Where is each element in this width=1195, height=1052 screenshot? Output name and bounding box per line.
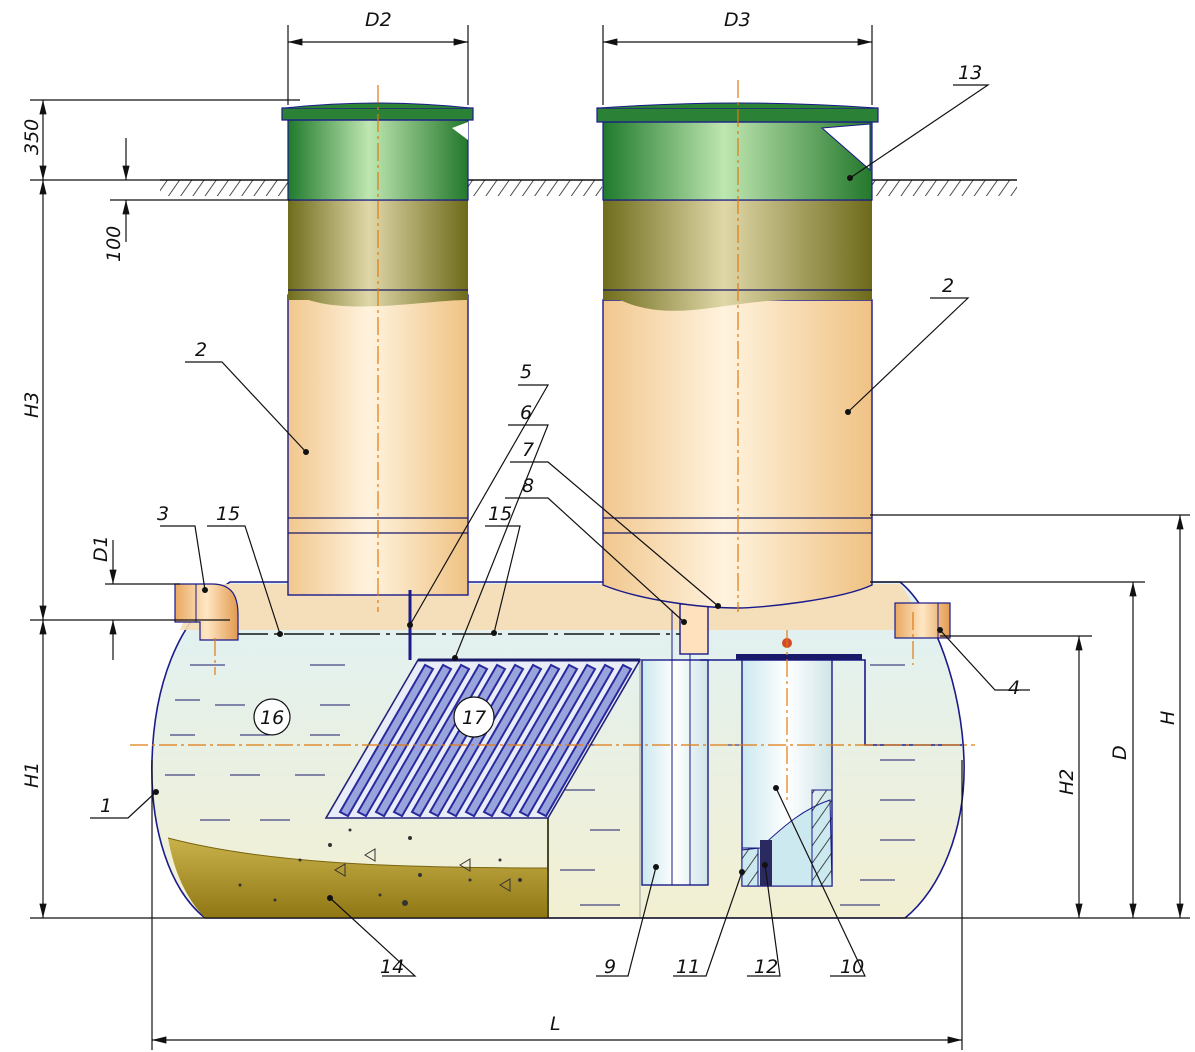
callout-1: 1 — [100, 795, 112, 817]
callout-3: 3 — [157, 503, 169, 525]
callout-8: 8 — [522, 475, 534, 497]
dim-350: 350 — [21, 119, 43, 155]
callout-2-left: 2 — [195, 339, 207, 361]
inlet-pipe — [174, 583, 239, 641]
callout-10: 10 — [840, 956, 864, 978]
callout-2-right: 2 — [942, 275, 954, 297]
callout-12: 12 — [754, 956, 778, 978]
dim-h: H — [1157, 711, 1179, 725]
dim-h1: H1 — [21, 762, 43, 788]
callout-5: 5 — [520, 361, 532, 383]
callout-9: 9 — [604, 956, 616, 978]
callout-6: 6 — [520, 402, 532, 424]
center-axes — [130, 80, 975, 800]
dim-100: 100 — [103, 226, 125, 262]
dim-d1: D1 — [90, 535, 112, 562]
callout-15-right: 15 — [488, 503, 512, 525]
zone-17-label: 17 — [462, 707, 486, 729]
zone-17: 17 — [453, 696, 495, 738]
callout-4: 4 — [1008, 677, 1020, 699]
leader-dots — [153, 175, 943, 901]
water-lines — [165, 664, 915, 906]
sediment-particles — [238, 828, 522, 906]
callout-15-left: 15 — [216, 503, 240, 525]
dim-h2: H2 — [1056, 769, 1078, 795]
dim-l: L — [550, 1013, 561, 1035]
callout-7: 7 — [522, 439, 534, 461]
sampling-column — [641, 603, 709, 886]
dimension-lines — [30, 25, 1190, 1050]
dim-d2: D2 — [365, 9, 392, 31]
callout-14: 14 — [380, 956, 404, 978]
dim-d3: D3 — [724, 9, 751, 31]
callout-13: 13 — [958, 62, 982, 84]
zone-16: 16 — [253, 698, 291, 736]
callout-11: 11 — [676, 956, 700, 978]
sediment-layer — [168, 838, 548, 918]
leader-lines — [90, 84, 1030, 977]
dim-h3: H3 — [21, 392, 43, 418]
dim-d: D — [1109, 745, 1131, 760]
zone-16-label: 16 — [260, 707, 284, 729]
